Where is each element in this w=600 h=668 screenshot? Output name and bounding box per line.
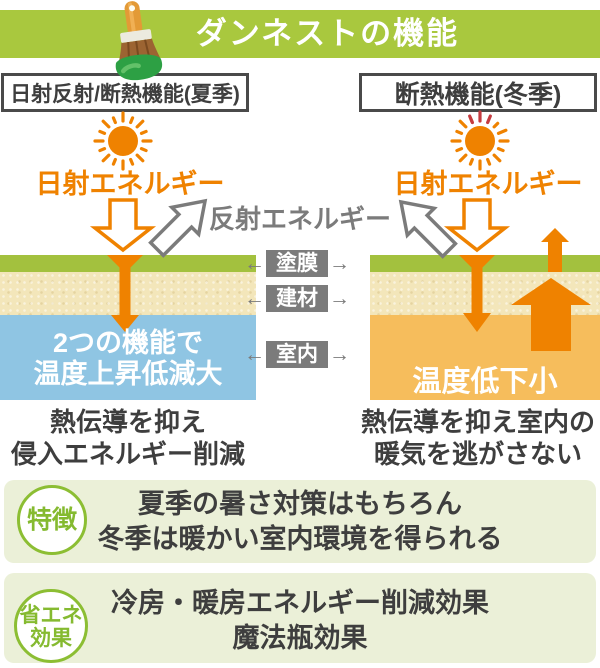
solar-down-arrow-winter bbox=[443, 198, 511, 253]
feature-text-line1: 夏季の暑さ対策はもちろん bbox=[138, 489, 462, 519]
summer-caption-line1: 熱伝導を抑え bbox=[49, 407, 206, 437]
paintbrush-icon bbox=[115, 1, 163, 81]
indoor-effect-summer: 2つの機能で 温度上昇低減大 bbox=[0, 328, 256, 390]
indoor-area-summer bbox=[0, 315, 256, 400]
coating-badge: 塗膜 bbox=[266, 250, 328, 277]
solar-energy-label-summer: 日射エネルギー bbox=[35, 169, 225, 199]
heat-escape-arrow bbox=[541, 228, 569, 272]
indoor-badge: 室内 bbox=[266, 341, 328, 368]
left-arrow-icon: ← bbox=[244, 252, 265, 275]
summer-caption-line2: 侵入エネルギー削減 bbox=[10, 439, 245, 469]
feature-text-line2: 冬季は暖かい室内環境を得られる bbox=[97, 524, 503, 554]
feature-badge: 特徴 bbox=[17, 485, 87, 555]
winter-caption: 熱伝導を抑え室内の 暖気を逃がさない bbox=[356, 406, 600, 470]
reflection-arrow-winter bbox=[398, 199, 458, 259]
energy-saving-box: 省エネ 効果 冷房・暖房エネルギー削減効果 魔法瓶効果 bbox=[4, 573, 596, 663]
indoor-effect-summer-line1: 2つの機能で bbox=[52, 328, 204, 358]
feature-box: 特徴 夏季の暑さ対策はもちろん 冬季は暖かい室内環境を得られる bbox=[4, 480, 596, 563]
feature-text: 夏季の暑さ対策はもちろん 冬季は暖かい室内環境を得られる bbox=[4, 487, 596, 557]
material-badge: 建材 bbox=[266, 285, 328, 312]
energy-saving-text: 冷房・暖房エネルギー削減効果 魔法瓶効果 bbox=[4, 586, 596, 656]
indoor-effect-summer-line2: 温度上昇低減大 bbox=[33, 359, 223, 389]
winter-header-box: 断熱機能(冬季) bbox=[359, 73, 597, 112]
solar-energy-label-winter: 日射エネルギー bbox=[393, 169, 583, 199]
layer-label-material: ← 建材 → bbox=[244, 285, 350, 312]
heat-penetration-arrow-summer bbox=[107, 255, 143, 332]
winter-caption-line1: 熱伝導を抑え室内の bbox=[360, 407, 595, 437]
energy-saving-text-line2: 魔法瓶効果 bbox=[232, 623, 368, 653]
energy-saving-text-line1: 冷房・暖房エネルギー削減効果 bbox=[111, 588, 489, 618]
layer-label-coating: ← 塗膜 → bbox=[244, 250, 350, 277]
reflected-energy-label: 反射エネルギー bbox=[208, 204, 391, 234]
right-arrow-icon: → bbox=[329, 287, 350, 310]
winter-header-label: 断熱機能(冬季) bbox=[394, 80, 562, 109]
title-banner bbox=[0, 10, 600, 58]
heat-penetration-arrow-winter bbox=[459, 255, 495, 332]
right-arrow-icon: → bbox=[329, 343, 350, 366]
winter-caption-line2: 暖気を逃がさない bbox=[373, 439, 582, 469]
page-title: ダンネストの機能 bbox=[195, 16, 460, 51]
sun-icon-winter bbox=[450, 110, 510, 171]
reflection-arrow-summer bbox=[148, 198, 208, 258]
left-arrow-icon: ← bbox=[244, 287, 265, 310]
arrows-overlay bbox=[89, 198, 591, 351]
summer-header-label: 日射反射/断熱機能(夏季) bbox=[10, 82, 240, 106]
energy-saving-badge: 省エネ 効果 bbox=[14, 589, 88, 663]
summer-header-box: 日射反射/断熱機能(夏季) bbox=[1, 73, 249, 112]
left-arrow-icon: ← bbox=[244, 343, 265, 366]
layer-label-indoor: ← 室内 → bbox=[244, 341, 350, 368]
energy-saving-badge-line1: 省エネ bbox=[19, 604, 83, 627]
energy-saving-badge-line2: 効果 bbox=[30, 627, 72, 650]
heat-retained-arrow bbox=[511, 278, 591, 351]
summer-caption: 熱伝導を抑え 侵入エネルギー削減 bbox=[0, 406, 256, 470]
solar-down-arrow-summer bbox=[89, 198, 157, 253]
right-arrow-icon: → bbox=[329, 252, 350, 275]
sun-icon-summer bbox=[93, 111, 153, 171]
indoor-effect-winter: 温度低下小 bbox=[412, 366, 558, 398]
